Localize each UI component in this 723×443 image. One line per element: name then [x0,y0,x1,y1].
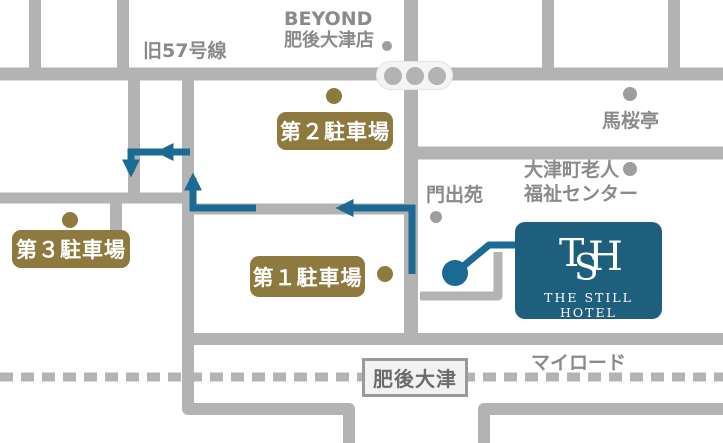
welfare-center-dot [623,162,637,176]
signal-bulb-icon [405,66,424,85]
signal-bulb-icon [427,66,446,85]
kadodeen-dot [430,211,442,223]
label-beyond-line1: BEYOND [284,8,373,30]
road-long-vertical-with-bottom-bend [182,74,355,443]
label-beyond: BEYOND 肥後大津店 [284,8,374,52]
poi-dots [62,41,637,282]
route-arrow-turn-north [183,172,256,212]
label-welfare-center: 大津町老人 福祉センター [524,158,638,206]
parking1-badge: 第１駐車場 [250,256,365,297]
parking3-dot [62,212,78,228]
monogram-letter-t: T [559,231,585,275]
basakutei-dot [623,87,637,101]
parking3-badge: 第３駐車場 [12,230,130,268]
station-box: 肥後大津 [362,358,468,397]
label-old-route57: 旧57号線 [143,40,227,62]
label-kadodeen: 門出苑 [426,184,484,206]
route-arrows [121,142,416,274]
label-welfare-line1: 大津町老人 [524,159,620,181]
road-hotel-access [420,252,503,301]
parking2-badge: 第２駐車場 [277,112,393,150]
hotel-monogram: T H S [559,231,623,292]
parking2-dot [326,88,342,104]
beyond-dot [382,41,392,51]
route-arrow-from-hotel [335,198,416,274]
road-bottom-right [478,403,723,443]
label-basakutei: 馬桜亭 [602,110,660,132]
monogram-letter-h: H [588,234,623,280]
label-my-road: マイロード [531,352,627,374]
signal-bulb-icon [383,66,402,85]
monogram-letter-s: S [574,248,599,289]
hotel-logo-box: T H S THE STILL HOTEL [515,222,662,320]
label-beyond-line2: 肥後大津店 [284,30,374,51]
parking1-dot [377,266,393,282]
hotel-location-dot [442,260,468,286]
traffic-signal-icon [376,61,453,90]
hotel-name: THE STILL HOTEL [544,290,633,320]
hotel-leader-line [452,241,516,276]
label-welfare-line2: 福祉センター [524,183,639,205]
